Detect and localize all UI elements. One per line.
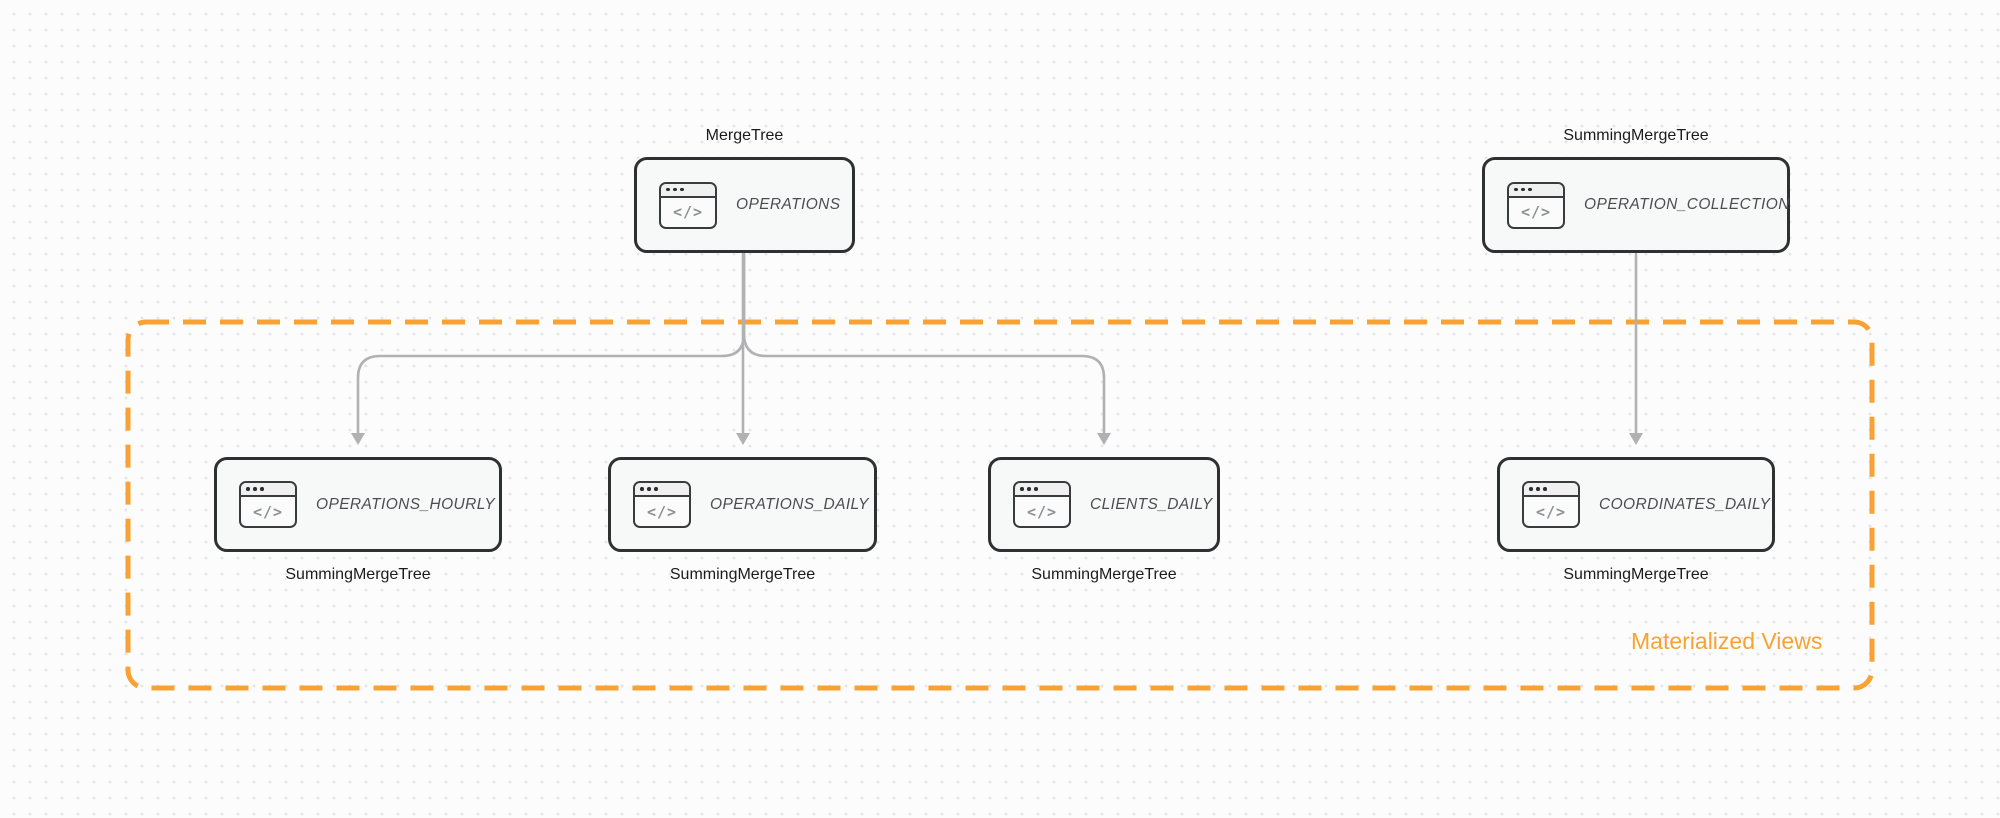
table-name: OPERATIONS_DAILY xyxy=(710,495,869,513)
code-window-icon: </> xyxy=(659,181,717,229)
code-glyph: </> xyxy=(252,502,284,521)
code-glyph: </> xyxy=(1026,502,1058,521)
engine-label: SummingMergeTree xyxy=(285,566,431,583)
table-name: OPERATIONS_HOURLY xyxy=(316,495,496,513)
code-glyph: </> xyxy=(1520,203,1552,221)
table-node-operations: MergeTree </> OPERATIONS xyxy=(634,127,855,253)
window-dots xyxy=(635,483,689,497)
window-dots xyxy=(241,483,295,497)
code-glyph: </> xyxy=(646,502,678,521)
code-window-icon: </> xyxy=(239,481,297,528)
code-window-icon: </> xyxy=(1522,481,1580,528)
table-name: CLIENTS_DAILY xyxy=(1090,495,1213,513)
engine-label: SummingMergeTree xyxy=(1563,127,1709,144)
edge-operation-collection-to-clients-daily xyxy=(742,252,1111,445)
table-name: COORDINATES_DAILY xyxy=(1599,495,1771,513)
table-node-coordinates-daily: </> COORDINATES_DAILY SummingMergeTree xyxy=(1497,457,1775,583)
table-name: OPERATIONS xyxy=(736,196,841,213)
materialized-views-group-border xyxy=(125,319,1875,691)
window-dots xyxy=(1509,183,1563,198)
code-window-icon: </> xyxy=(633,481,691,528)
code-window-icon: </> xyxy=(1507,181,1565,229)
engine-label: SummingMergeTree xyxy=(1031,566,1177,583)
table-node-operations-daily: </> OPERATIONS_DAILY SummingMergeTree xyxy=(608,457,877,583)
code-glyph: </> xyxy=(672,203,704,221)
table-name: OPERATION_COLLECTION xyxy=(1584,196,1790,213)
table-node-clients-daily: </> CLIENTS_DAILY SummingMergeTree xyxy=(988,457,1220,583)
edge-operations-to-operations-hourly xyxy=(351,252,746,445)
window-dots xyxy=(1524,483,1578,497)
materialized-views-group-label: Materialized Views xyxy=(1631,628,1823,654)
engine-label: MergeTree xyxy=(705,127,784,144)
code-window-icon: </> xyxy=(1013,481,1071,528)
window-dots xyxy=(1015,483,1069,497)
engine-label: SummingMergeTree xyxy=(669,566,816,583)
table-node-operation-collection: SummingMergeTree </> OPERATION_COLLECTIO… xyxy=(1482,127,1790,253)
engine-label: SummingMergeTree xyxy=(1563,566,1709,583)
code-glyph: </> xyxy=(1535,502,1567,521)
table-node-operations-hourly: </> OPERATIONS_HOURLY SummingMergeTree xyxy=(214,457,502,583)
window-dots xyxy=(661,183,715,198)
